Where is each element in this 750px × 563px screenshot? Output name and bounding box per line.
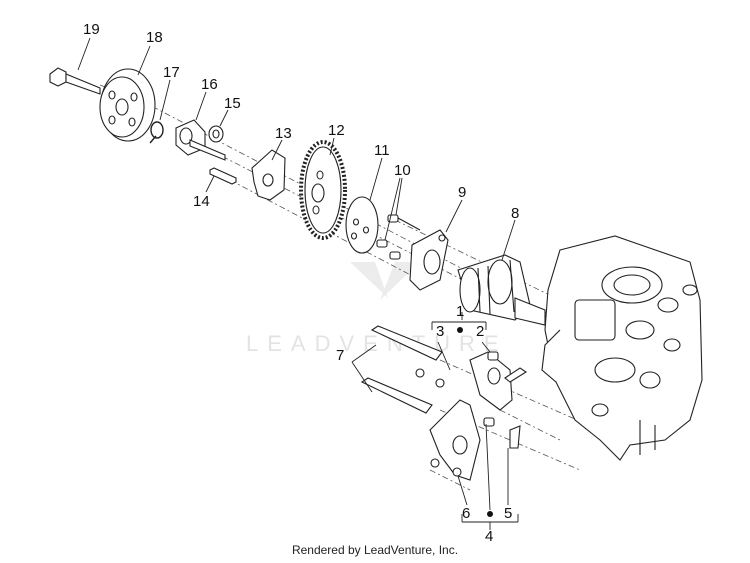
watermark-logo: LEADVENTURE — [246, 262, 508, 356]
footer-credit: Rendered by LeadVenture, Inc. — [291, 543, 459, 557]
part-8-camshaft — [457, 254, 546, 326]
callout-12: 12 — [328, 122, 345, 139]
callout-2: 2 — [476, 323, 484, 340]
callout-4: 4 — [485, 528, 493, 545]
part-1-rocker-assembly — [415, 351, 528, 411]
callout-10: 10 — [394, 162, 411, 179]
callout-1: 1 — [456, 303, 464, 320]
engine-block — [541, 235, 703, 461]
callout-15: 15 — [224, 95, 241, 112]
part-19-bolt — [49, 67, 101, 95]
part-4-rocker-assembly — [429, 399, 521, 481]
callout-9: 9 — [458, 184, 466, 201]
callout-3: 3 — [436, 323, 444, 340]
part-14-bolt — [209, 167, 237, 185]
part-17-snap-ring — [149, 121, 164, 144]
leader-lines — [77, 37, 519, 530]
callout-13: 13 — [275, 125, 292, 142]
assembly-dot-1 — [457, 327, 463, 333]
callout-19: 19 — [83, 21, 100, 38]
assembly-dot-4 — [487, 511, 493, 517]
part-11-plate — [345, 196, 379, 254]
watermark-text: LEADVENTURE — [246, 331, 508, 356]
part-9-flange — [409, 229, 449, 291]
callout-5: 5 — [504, 505, 512, 522]
callout-16: 16 — [201, 76, 218, 93]
callout-8: 8 — [511, 205, 519, 222]
part-16-hub — [175, 119, 226, 161]
part-12-gear — [299, 140, 347, 240]
part-18-pulley — [99, 68, 156, 142]
callout-14: 14 — [193, 193, 210, 210]
callout-7: 7 — [336, 347, 344, 364]
part-7-pushrods — [360, 325, 443, 414]
part-15-washer — [208, 125, 224, 143]
callout-18: 18 — [146, 29, 163, 46]
callout-6: 6 — [462, 505, 470, 522]
part-13-bracket — [251, 149, 286, 201]
callout-11: 11 — [374, 142, 390, 159]
callout-labels: 19 18 17 16 15 13 12 14 11 10 9 8 1 3 2 … — [83, 21, 519, 545]
callout-17: 17 — [163, 64, 180, 81]
part-10-bolts — [376, 214, 421, 260]
